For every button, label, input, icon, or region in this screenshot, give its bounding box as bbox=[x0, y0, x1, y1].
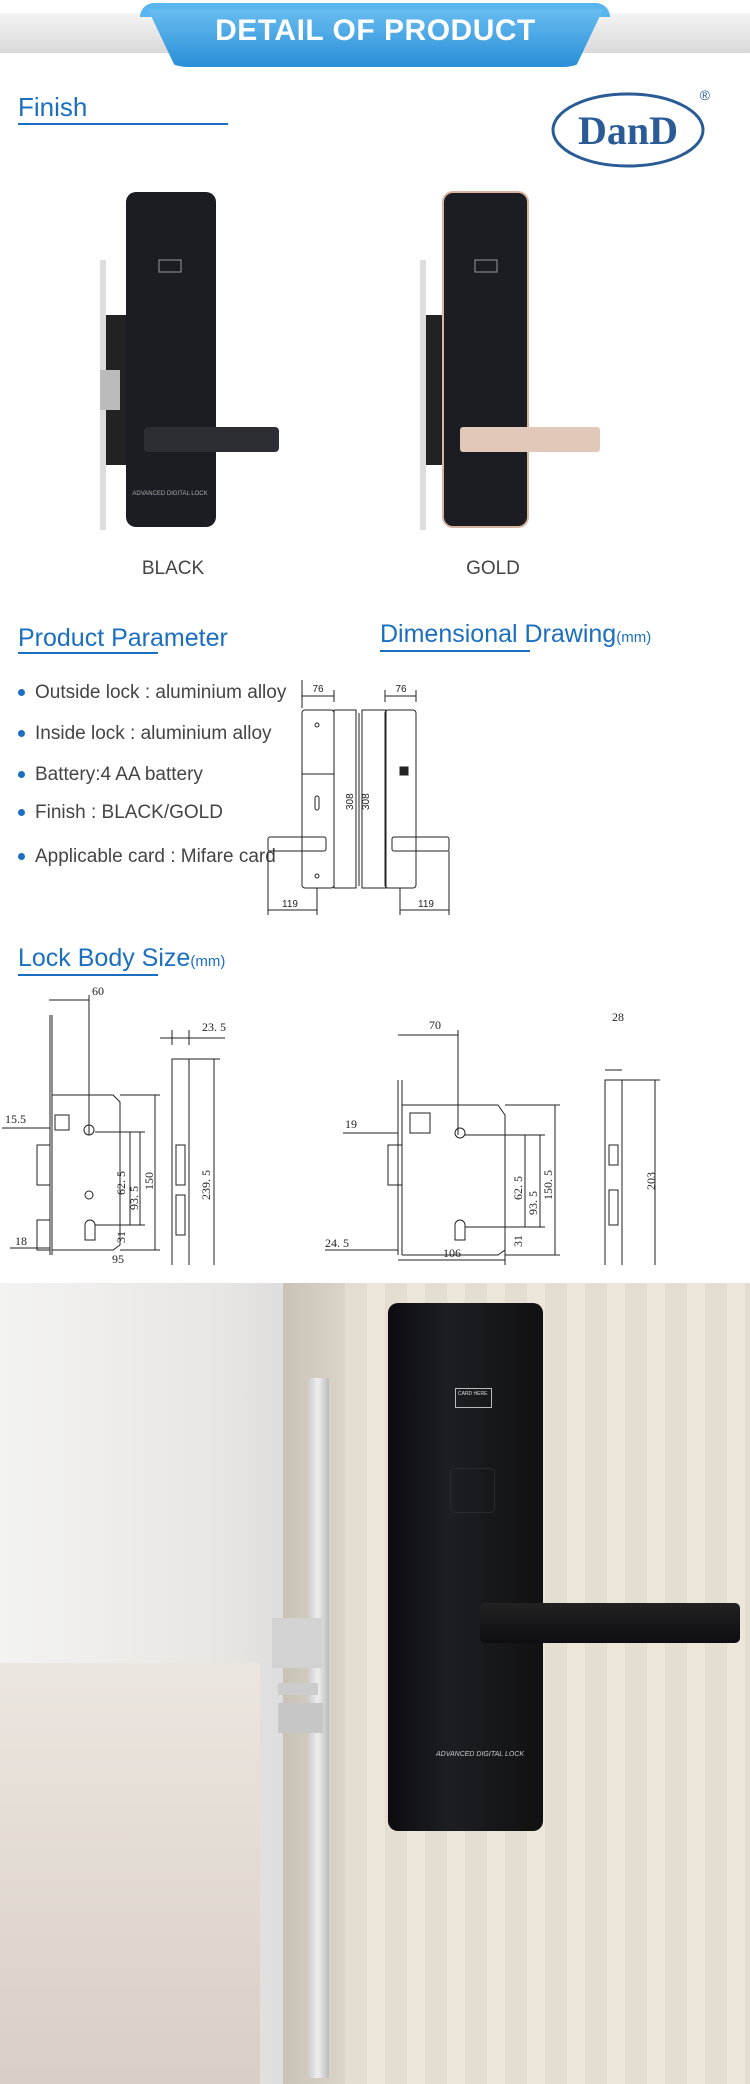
dim-150-5: 150. 5 bbox=[541, 1170, 555, 1200]
card-reader-label: CARD HERE bbox=[455, 1388, 492, 1408]
dim-15-5: 15.5 bbox=[5, 1112, 26, 1126]
parameter-item: Outside lock : aluminium alloy bbox=[18, 682, 286, 704]
dim-93-5-right: 93. 5 bbox=[526, 1191, 540, 1215]
dimensional-drawing: 76 76 308 308 119 119 bbox=[267, 680, 450, 915]
parameters-title: Product Parameter bbox=[18, 624, 228, 652]
dimensional-underline bbox=[380, 650, 530, 652]
parameter-item: Inside lock : aluminium alloy bbox=[18, 723, 272, 745]
keyhole-cover bbox=[450, 1468, 495, 1513]
dim-width-right: 76 bbox=[395, 684, 407, 695]
left-lock-body bbox=[2, 995, 225, 1265]
dim-31-right: 31 bbox=[511, 1235, 525, 1247]
dim-handle-right: 119 bbox=[418, 899, 434, 910]
registered-mark: ® bbox=[700, 88, 711, 103]
finish-underline bbox=[18, 123, 228, 125]
dim-height-left: 308 bbox=[345, 793, 356, 810]
dim-150: 150 bbox=[142, 1172, 156, 1190]
parameters-underline bbox=[18, 652, 158, 654]
gold-lock-image bbox=[380, 190, 640, 540]
finish-label-black: BLACK bbox=[141, 558, 205, 579]
dim-18: 18 bbox=[15, 1234, 27, 1248]
dim-handle-left: 119 bbox=[282, 899, 298, 910]
dim-28: 28 bbox=[612, 1010, 624, 1024]
dim-24-5: 24. 5 bbox=[325, 1236, 349, 1250]
dim-23-5: 23. 5 bbox=[202, 1020, 226, 1034]
dim-95: 95 bbox=[112, 1252, 124, 1265]
lever-handle bbox=[480, 1603, 740, 1643]
dim-203: 203 bbox=[644, 1172, 658, 1190]
dim-106: 106 bbox=[443, 1246, 461, 1260]
parameter-item: Applicable card : Mifare card bbox=[18, 846, 276, 868]
banner-title: DETAIL OF PRODUCT bbox=[215, 14, 536, 47]
finish-title: Finish bbox=[18, 92, 88, 122]
dimensional-title: Dimensional Drawing(mm) bbox=[380, 620, 652, 648]
lock-body-underline bbox=[18, 974, 158, 976]
dim-239-5: 239. 5 bbox=[199, 1170, 213, 1200]
dim-93-5: 93. 5 bbox=[127, 1186, 141, 1210]
dim-70: 70 bbox=[429, 1018, 441, 1032]
product-photo: CARD HERE ADVANCED DIGITAL LOCK bbox=[0, 1283, 750, 2084]
dim-19: 19 bbox=[345, 1117, 357, 1131]
lock-body-title: Lock Body Size(mm) bbox=[18, 944, 226, 972]
bullet-icon bbox=[18, 771, 25, 779]
logo-text: DanD bbox=[578, 108, 678, 153]
right-lock-body bbox=[325, 1030, 660, 1265]
bullet-icon bbox=[18, 689, 25, 697]
parameter-item: Finish : BLACK/GOLD bbox=[18, 802, 223, 824]
parameter-item: Battery:4 AA battery bbox=[18, 764, 203, 786]
dim-62-5: 62. 5 bbox=[114, 1171, 128, 1195]
finish-label-gold: GOLD bbox=[466, 558, 520, 579]
ribbon bbox=[148, 9, 603, 67]
lock-body-drawing: 60 15.5 62. 5 93. 5 150 31 18 95 23. 5 2… bbox=[2, 985, 660, 1265]
dim-62-5-right: 62. 5 bbox=[511, 1176, 525, 1200]
svg-text:ADVANCED DIGITAL LOCK: ADVANCED DIGITAL LOCK bbox=[132, 491, 207, 497]
dim-60: 60 bbox=[92, 985, 104, 998]
bullet-icon bbox=[18, 809, 25, 817]
lock-body bbox=[388, 1303, 543, 1831]
bullet-icon bbox=[18, 853, 25, 861]
dim-height-right: 308 bbox=[361, 793, 372, 810]
bullet-icon bbox=[18, 730, 25, 738]
dim-31-left: 31 bbox=[114, 1231, 128, 1243]
lock-text: ADVANCED DIGITAL LOCK bbox=[435, 1751, 525, 1758]
black-lock-image: ADVANCED DIGITAL LOCK bbox=[60, 190, 320, 540]
brand-logo: DanD ® bbox=[550, 87, 715, 168]
dim-width-left: 76 bbox=[312, 684, 324, 695]
